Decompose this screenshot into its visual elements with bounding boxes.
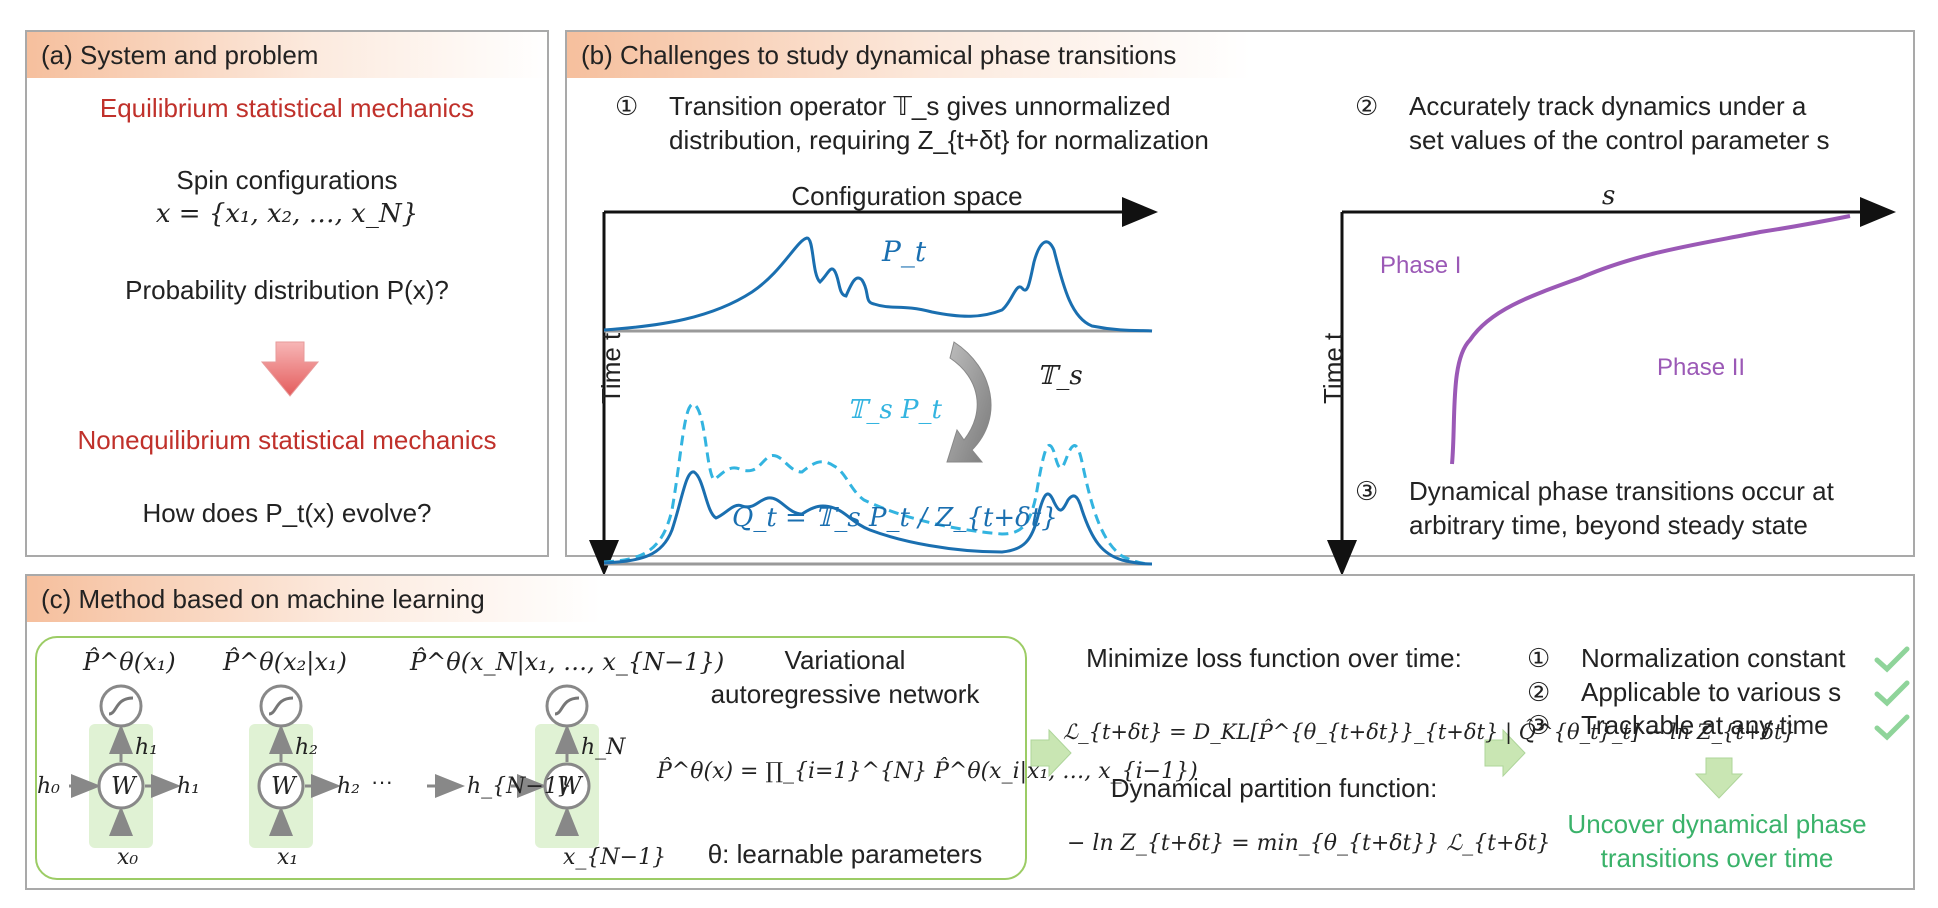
- item1-line1: Transition operator 𝕋_s gives unnormaliz…: [669, 91, 1171, 121]
- partition-title: Dynamical partition function:: [1110, 773, 1438, 803]
- panel-b: (b) Challenges to study dynamical phase …: [565, 30, 1915, 576]
- conclusion-line1: Uncover dynamical phase: [1567, 809, 1867, 839]
- heading-nonequilibrium: Nonequilibrium statistical mechanics: [77, 425, 497, 455]
- right-plot: [1327, 197, 1896, 576]
- right-arrow-icon: [1484, 728, 1526, 778]
- qt-label: Q_t = 𝕋_s P_t / Z_{t+δt}: [732, 503, 1058, 533]
- phase1-label: Phase I: [1380, 252, 1462, 279]
- right-arrow-icon: [1030, 728, 1072, 778]
- var-params: θ: learnable parameters: [707, 839, 983, 869]
- operator-arrow-icon: [946, 341, 992, 463]
- evolve-question: How does P_t(x) evolve?: [142, 498, 432, 528]
- item3-line1: Dynamical phase transitions occur at: [1409, 476, 1834, 506]
- checkmark-icon: [1874, 714, 1910, 741]
- panel-b-title: (b) Challenges to study dynamical phase …: [567, 32, 1251, 78]
- down-arrow-icon: [1694, 757, 1744, 799]
- pt-label: P_t: [882, 235, 927, 268]
- panel-a: (a) System and problem Equilibrium stati…: [25, 30, 549, 557]
- loss-title: Minimize loss function over time:: [1086, 643, 1462, 673]
- checkmark-icon: [1874, 646, 1910, 673]
- autoregressive-network: [69, 684, 599, 848]
- chain-h2: h₂: [337, 774, 360, 799]
- item1-number: ①: [615, 91, 639, 121]
- checkmark-icon: [1874, 680, 1910, 707]
- pt-curve: [603, 236, 1153, 333]
- operator-label: 𝕋_s: [1037, 361, 1083, 391]
- chain-h0: h₀: [37, 774, 60, 799]
- var-formula: P̂^θ(x) = ∏_{i=1}^{N} P̂^θ(x_i|x₁, …, x_…: [657, 759, 1198, 784]
- s-axis-title: s: [1602, 181, 1616, 211]
- config-space-title: Configuration space: [791, 181, 1023, 211]
- tspt-label: 𝕋_s P_t: [847, 395, 942, 425]
- hidden-up-n: h_N: [581, 735, 626, 760]
- sigmoid-icon: [259, 684, 303, 728]
- w-label: W: [271, 772, 296, 800]
- chain-h1: h₁: [177, 774, 200, 799]
- phase-boundary-curve: [1450, 214, 1851, 465]
- w-label: W: [111, 772, 136, 800]
- sigmoid-icon: [545, 684, 589, 728]
- check-label-3: Trackable at any time: [1581, 710, 1829, 740]
- check-num-1: ①: [1527, 643, 1551, 673]
- var-title-line1: Variational: [784, 645, 906, 675]
- item2-line1: Accurately track dynamics under a: [1409, 91, 1807, 121]
- check-label-1: Normalization constant: [1581, 643, 1846, 673]
- chain-hn-1: h_{N−1}: [467, 774, 572, 799]
- input-x0: x₀: [117, 845, 139, 870]
- spin-formula: x = {x₁, x₂, …, x_N}: [155, 199, 419, 229]
- y-title-left-text: Time t: [596, 332, 626, 404]
- spin-label: Spin configurations: [176, 165, 398, 195]
- var-title-line2: autoregressive network: [710, 679, 980, 709]
- y-title-left: Time t: [595, 333, 627, 404]
- y-title-right: Time t: [1317, 333, 1349, 404]
- prob-label-2: P̂^θ(x₂|x₁): [223, 648, 347, 676]
- item3-number: ③: [1355, 476, 1379, 506]
- heading-equilibrium: Equilibrium statistical mechanics: [99, 93, 475, 123]
- probability-question: Probability distribution P(x)?: [125, 275, 449, 305]
- prob-label-3: P̂^θ(x_N|x₁, …, x_{N−1}): [410, 648, 725, 676]
- sigmoid-icon: [99, 684, 143, 728]
- down-arrow-icon: [260, 341, 320, 397]
- item1-line2: distribution, requiring Z_{t+δt} for nor…: [669, 125, 1209, 155]
- input-xn-1: x_{N−1}: [563, 845, 667, 870]
- partition-formula: − ln Z_{t+δt} = min_{θ_{t+δt}} ℒ_{t+δt}: [1067, 831, 1551, 856]
- check-num-3: ③: [1527, 710, 1551, 740]
- input-x1: x₁: [277, 845, 299, 870]
- item2-line2: set values of the control parameter s: [1409, 125, 1830, 155]
- y-title-right-text: Time t: [1318, 332, 1348, 404]
- chain-ellipsis: ···: [371, 769, 393, 794]
- hidden-up-1: h₁: [135, 735, 158, 760]
- panel-c: (c) Method based on machine learning: [25, 574, 1915, 890]
- check-num-2: ②: [1527, 677, 1551, 707]
- loss-formula: ℒ_{t+δt} = D_KL[P̂^{θ_{t+δt}}_{t+δt} | Q…: [1063, 720, 1796, 744]
- hidden-up-2: h₂: [295, 735, 318, 760]
- prob-label-1: P̂^θ(x₁): [83, 648, 176, 676]
- w-label: W: [557, 772, 582, 800]
- item3-line2: arbitrary time, beyond steady state: [1409, 510, 1808, 540]
- item2-number: ②: [1355, 91, 1379, 121]
- phase2-label: Phase II: [1657, 354, 1746, 381]
- panel-a-title: (a) System and problem: [27, 32, 549, 78]
- network-box: [35, 636, 1027, 880]
- tspt-curve: [603, 402, 1153, 566]
- left-plot: [589, 197, 1158, 576]
- conclusion-line2: transitions over time: [1600, 843, 1834, 873]
- qt-curve: [603, 470, 1153, 566]
- panel-c-title: (c) Method based on machine learning: [27, 576, 601, 622]
- check-label-2: Applicable to various s: [1581, 677, 1842, 707]
